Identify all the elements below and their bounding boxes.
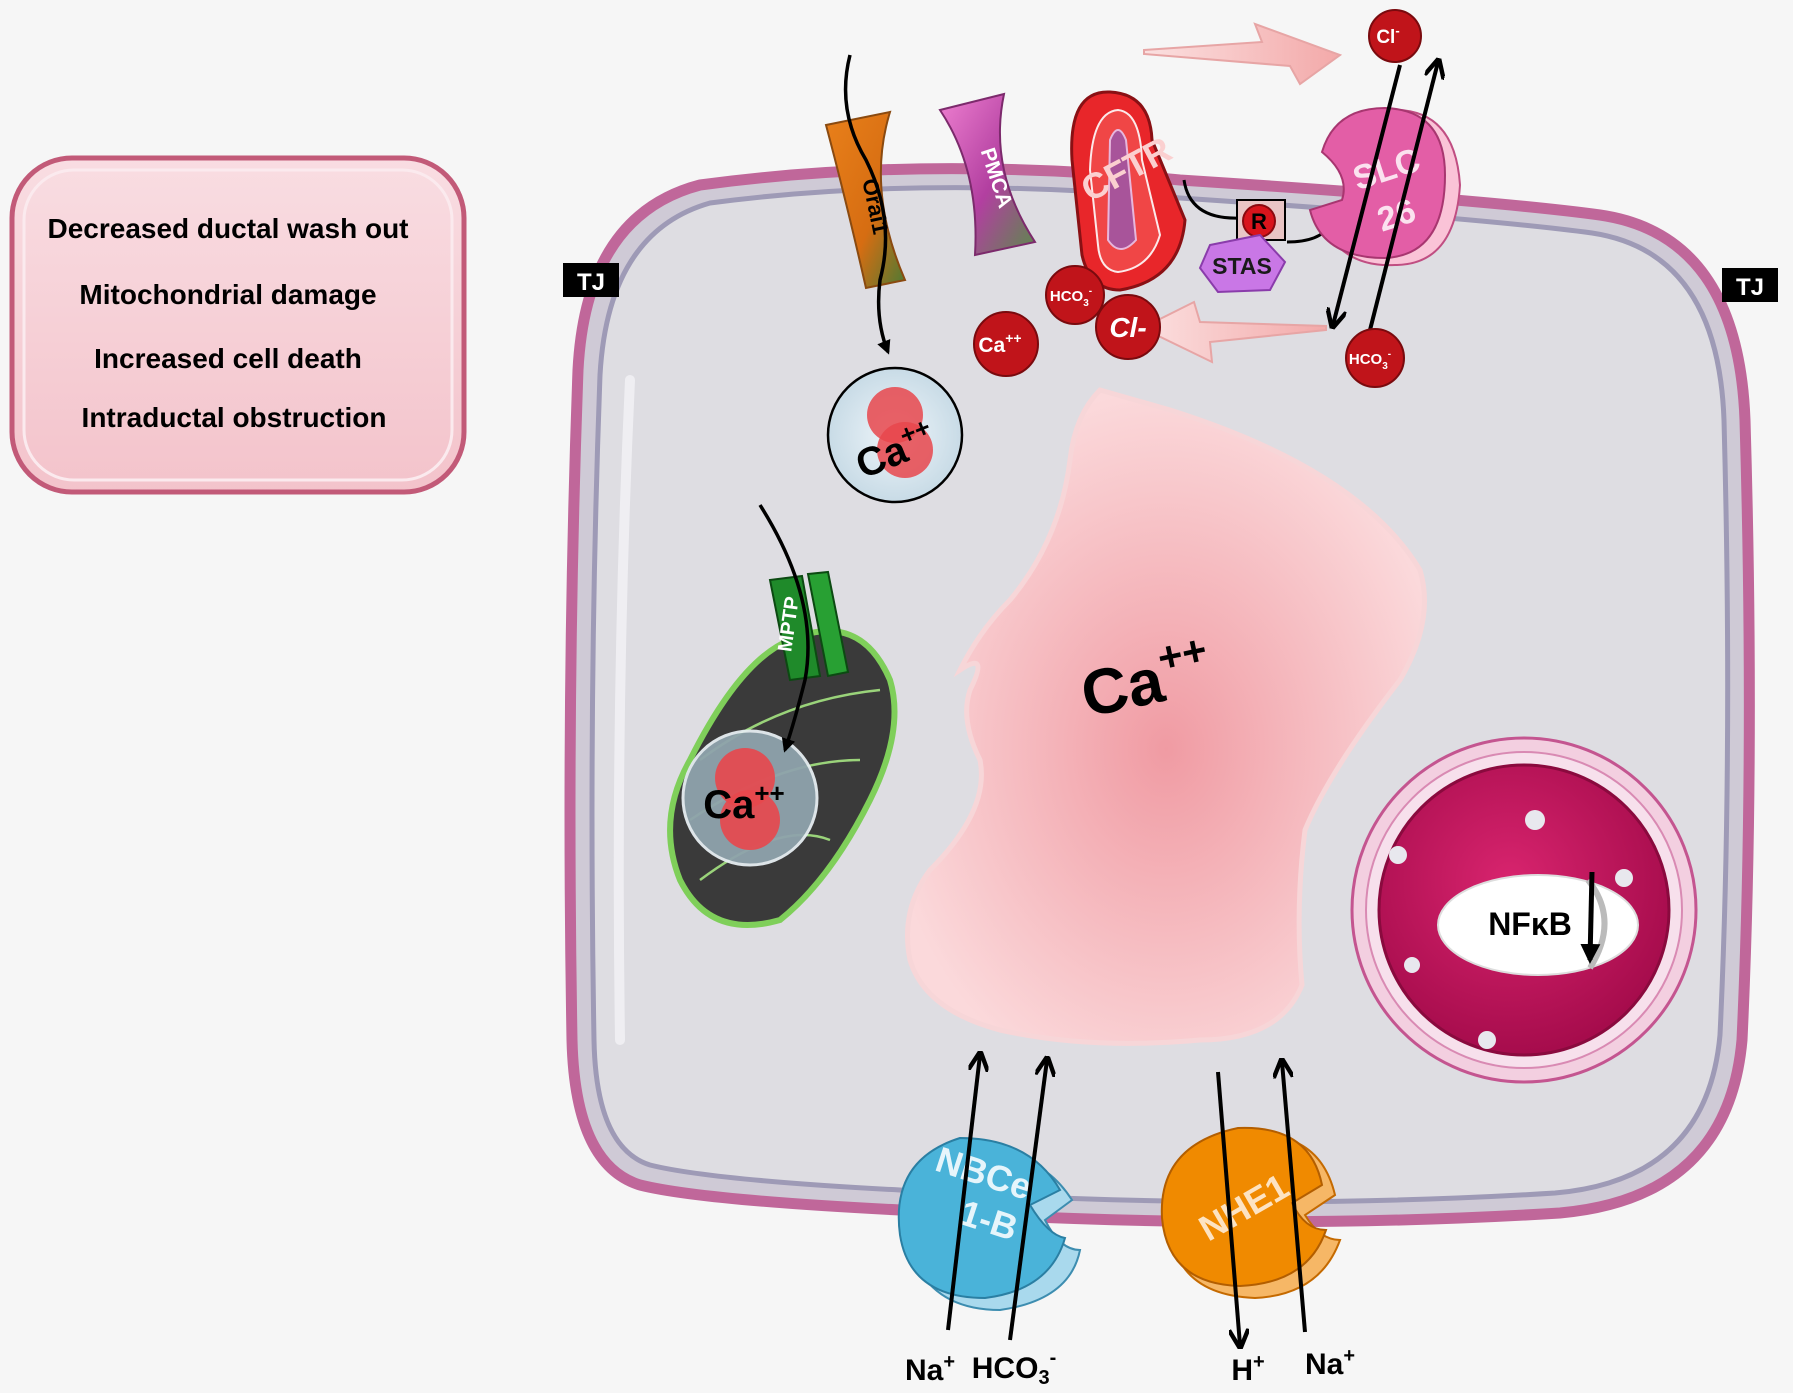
- na-label-nbce: Na+: [905, 1351, 955, 1387]
- svg-text:Ca++: Ca++: [1073, 626, 1218, 731]
- cl-recycling-arrow: [1139, 300, 1327, 364]
- tight-junction-left: TJ: [563, 263, 619, 297]
- consequence-text-3: Increased cell death: [94, 343, 362, 374]
- slc26-cl-influx-arrow: [1333, 64, 1402, 325]
- hco3-ion-near-slc26: HCO3-: [1345, 328, 1405, 388]
- hco3-influx-arrow: [1008, 1060, 1047, 1341]
- cl-ion-intracellular: Cl-: [1095, 294, 1161, 360]
- nbce1b-transporter: NBCe 1-B: [897, 1136, 1082, 1312]
- nucleus: NFκB: [1350, 736, 1698, 1084]
- na-influx-arrow: [946, 1055, 980, 1331]
- consequence-text-4: Intraductal obstruction: [82, 402, 387, 433]
- cftr-channel: CFTR: [1070, 90, 1187, 292]
- svg-text:Cl-: Cl-: [1109, 312, 1146, 343]
- consequences-box: Decreased ductal wash out Mitochondrial …: [9, 155, 467, 495]
- mptp-pore: MPTP: [768, 570, 850, 682]
- nfkb-down-arrow: [1580, 871, 1601, 964]
- svg-text:TJ: TJ: [577, 269, 605, 296]
- cl-ion-extracellular: Cl-: [1368, 9, 1422, 63]
- tight-junction-right: TJ: [1722, 268, 1778, 302]
- svg-text:HCO3-: HCO3-: [1349, 349, 1391, 372]
- consequence-text-2: Mitochondrial damage: [79, 279, 376, 310]
- h-label-nhe1: H+: [1231, 1351, 1264, 1387]
- na-label-nhe1: Na+: [1305, 1345, 1355, 1381]
- orai1-influx-arrow: [843, 54, 891, 355]
- consequence-text-1: Decreased ductal wash out: [47, 213, 408, 244]
- mptp-calcium-arrow: [758, 504, 810, 753]
- slc26-hco3-efflux-arrow: [1368, 62, 1438, 331]
- cl-secretion-arrow: [1143, 22, 1343, 86]
- hco3-label-nbce: HCO3-: [972, 1347, 1056, 1389]
- h-efflux-arrow: [1216, 1071, 1240, 1345]
- svg-text:TJ: TJ: [1736, 274, 1764, 301]
- cytosolic-calcium-overload: Ca++: [905, 387, 1427, 1046]
- nfkb-label: NFκB: [1488, 906, 1572, 942]
- svg-text:Cl-: Cl-: [1376, 23, 1399, 48]
- svg-text:Ca++: Ca++: [703, 778, 785, 827]
- stas-domain: STAS: [1198, 233, 1287, 294]
- svg-text:Ca++: Ca++: [978, 330, 1021, 357]
- calcium-vesicle: Ca++: [826, 366, 964, 504]
- svg-text:HCO3-: HCO3-: [1050, 286, 1092, 309]
- svg-text:STAS: STAS: [1212, 253, 1272, 279]
- na-nhe-influx-arrow: [1282, 1062, 1307, 1333]
- ca-ion-small: Ca++: [973, 311, 1039, 377]
- svg-text:R: R: [1251, 209, 1267, 234]
- r-domain: R: [1236, 199, 1286, 241]
- hco3-ion-near-cftr: HCO3-: [1045, 265, 1105, 325]
- mitochondrial-calcium: Ca++: [681, 729, 819, 867]
